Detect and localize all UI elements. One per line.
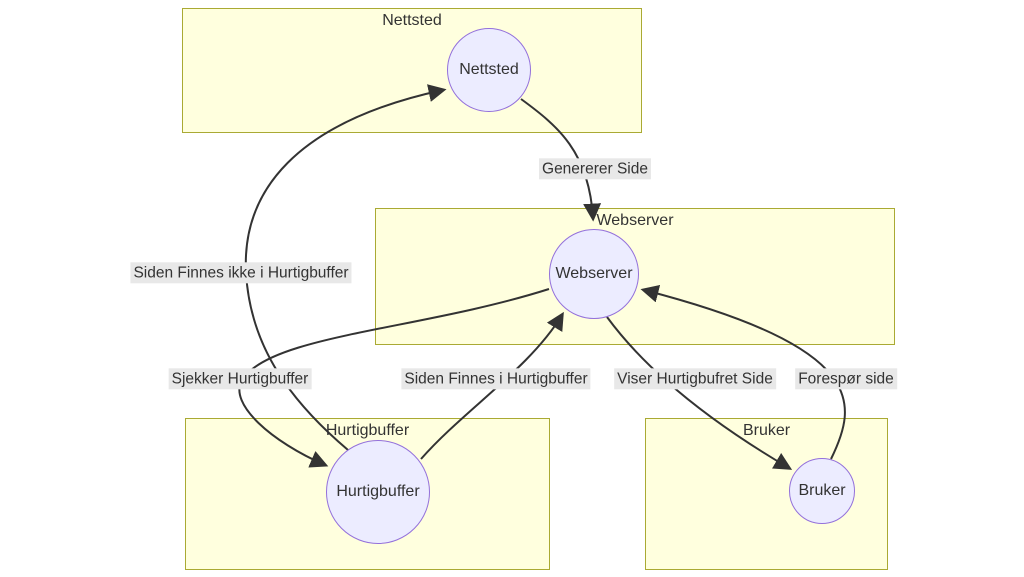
edge-label-genererer-side: Genererer Side [539, 158, 651, 180]
cluster-nettsted-title: Nettsted [382, 12, 442, 29]
node-webserver: Webserver [549, 229, 639, 319]
cluster-nettsted: Nettsted [182, 8, 642, 133]
edge-label-sjekker-hurtigbuffer: Sjekker Hurtigbuffer [168, 368, 312, 390]
cluster-webserver: Webserver [375, 208, 895, 345]
node-nettsted-label: Nettsted [459, 61, 519, 78]
cluster-bruker-title: Bruker [742, 422, 791, 439]
cluster-hurtigbuffer-title: Hurtigbuffer [325, 422, 410, 439]
node-hurtigbuffer-label: Hurtigbuffer [336, 483, 420, 500]
node-webserver-label: Webserver [555, 265, 633, 282]
edge-label-siden-finnes-ikke-i-hurtigbuffer: Siden Finnes ikke i Hurtigbuffer [130, 262, 352, 284]
node-hurtigbuffer: Hurtigbuffer [326, 440, 430, 544]
cluster-webserver-title: Webserver [596, 212, 674, 229]
edge-label-forespor-side: Forespør side [795, 368, 897, 390]
node-bruker-label: Bruker [798, 482, 846, 499]
node-nettsted: Nettsted [447, 28, 531, 112]
edge-label-viser-hurtigbufret-side: Viser Hurtigbufret Side [614, 368, 776, 390]
edge-label-siden-finnes-i-hurtigbuffer: Siden Finnes i Hurtigbuffer [401, 368, 591, 390]
node-bruker: Bruker [789, 458, 855, 524]
edge-webserver-to-hurtigbuffer [238, 288, 550, 468]
edge-nettsted-to-webserver [520, 98, 602, 222]
edge-webserver-to-bruker [606, 316, 793, 470]
